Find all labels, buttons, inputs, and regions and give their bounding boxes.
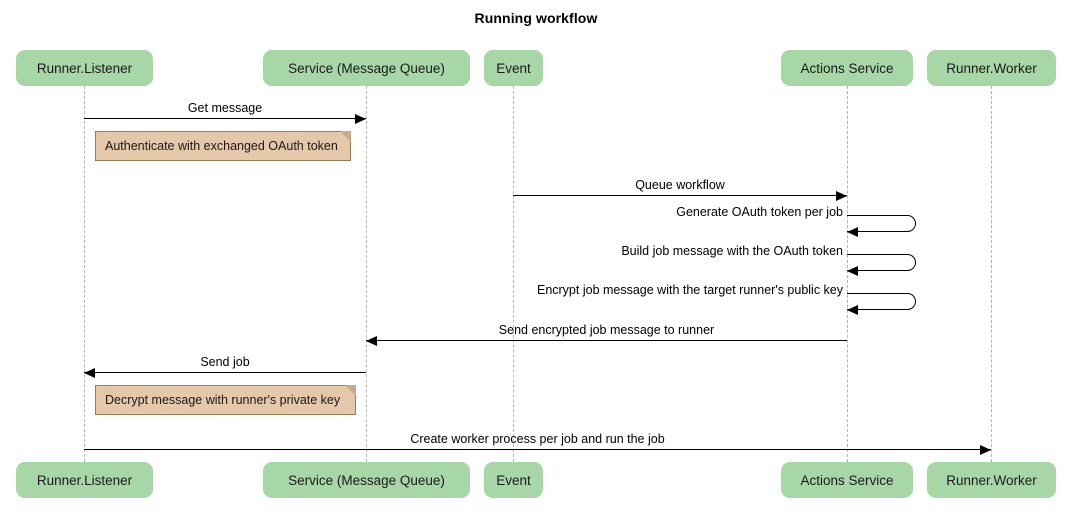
lifeline-runner-worker [991, 86, 992, 462]
participant-actions-service-bottom[interactable]: Actions Service [781, 462, 913, 498]
self-message-loop-generate-oauth-token-per-job [847, 215, 916, 232]
participant-runner-listener-bottom[interactable]: Runner.Listener [16, 462, 153, 498]
note-fold-icon [340, 131, 351, 142]
participant-label: Runner.Listener [36, 60, 133, 76]
participant-runner-worker-top[interactable]: Runner.Worker [927, 50, 1056, 86]
message-label-send-encrypted-job-message-to-runner: Send encrypted job message to runner [498, 323, 715, 337]
lifeline-event [513, 86, 514, 462]
arrow-head-send-job [84, 368, 95, 378]
message-line-get-message [84, 118, 366, 119]
arrow-head-queue-workflow [836, 191, 847, 201]
self-message-label-encrypt-job-message-with-the-target-runners-public-key: Encrypt job message with the target runn… [536, 283, 843, 297]
message-line-create-worker-process-per-job-and-run-the-job [84, 449, 991, 450]
arrow-head-send-encrypted-job-message-to-runner [366, 336, 377, 346]
participant-actions-service-top[interactable]: Actions Service [781, 50, 913, 86]
participant-label: Actions Service [800, 472, 894, 488]
self-message-label-generate-oauth-token-per-job: Generate OAuth token per job [676, 205, 843, 219]
participant-runner-worker-bottom[interactable]: Runner.Worker [927, 462, 1056, 498]
message-label-send-job: Send job [200, 355, 250, 369]
participant-event-bottom[interactable]: Event [484, 462, 543, 498]
note-decrypt-message-with-runners-private-key: Decrypt message with runner's private ke… [95, 385, 356, 415]
arrow-head-generate-oauth-token-per-job [847, 227, 858, 237]
arrow-head-encrypt-job-message-with-the-target-runners-public-key [847, 305, 858, 315]
participant-label: Service (Message Queue) [288, 60, 445, 76]
note-label: Decrypt message with runner's private ke… [105, 393, 341, 407]
participant-label: Runner.Listener [36, 472, 133, 488]
participant-label: Event [496, 60, 531, 76]
message-label-queue-workflow: Queue workflow [635, 178, 725, 192]
message-line-send-encrypted-job-message-to-runner [366, 340, 847, 341]
arrow-head-build-job-message-with-the-oauth-token [847, 266, 858, 276]
participant-label: Runner.Worker [946, 60, 1037, 76]
self-message-loop-encrypt-job-message-with-the-target-runners-public-key [847, 293, 916, 310]
message-line-queue-workflow [513, 195, 847, 196]
self-message-label-build-job-message-with-the-oauth-token: Build job message with the OAuth token [621, 244, 843, 258]
message-line-send-job [84, 372, 366, 373]
lifeline-service-message-queue [366, 86, 367, 462]
lifeline-runner-listener [84, 86, 85, 462]
diagram-title: Running workflow [474, 10, 598, 26]
arrow-head-get-message [355, 114, 366, 124]
participant-label: Event [496, 472, 531, 488]
message-label-get-message: Get message [187, 101, 263, 115]
participant-runner-listener-top[interactable]: Runner.Listener [16, 50, 153, 86]
participant-label: Service (Message Queue) [288, 472, 445, 488]
participant-event-top[interactable]: Event [484, 50, 543, 86]
message-label-create-worker-process-per-job-and-run-the-job: Create worker process per job and run th… [410, 432, 665, 446]
arrow-head-create-worker-process-per-job-and-run-the-job [980, 445, 991, 455]
participant-service-message-queue-top[interactable]: Service (Message Queue) [263, 50, 470, 86]
participant-label: Runner.Worker [946, 472, 1037, 488]
self-message-loop-build-job-message-with-the-oauth-token [847, 254, 916, 271]
note-authenticate-with-exchanged-oauth-token: Authenticate with exchanged OAuth token [95, 131, 351, 161]
participant-label: Actions Service [800, 60, 894, 76]
note-fold-icon [345, 385, 356, 396]
participant-service-message-queue-bottom[interactable]: Service (Message Queue) [263, 462, 470, 498]
note-label: Authenticate with exchanged OAuth token [105, 139, 338, 153]
